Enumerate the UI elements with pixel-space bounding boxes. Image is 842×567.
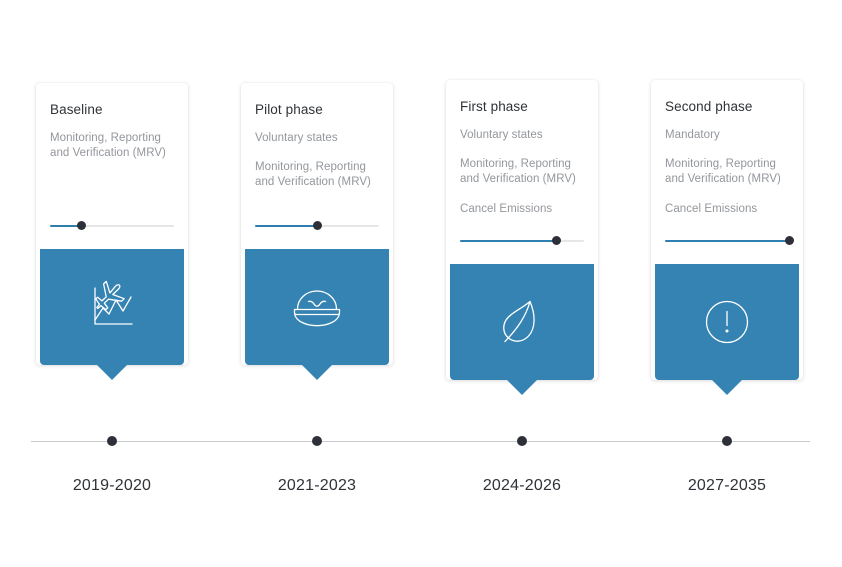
- timeline-date-label: 2021-2023: [277, 477, 357, 494]
- phase-title: Baseline: [50, 102, 103, 117]
- phase-title: Pilot phase: [255, 102, 323, 117]
- phase-icon-panel: [245, 248, 389, 380]
- progress-slider[interactable]: [255, 219, 379, 233]
- slider-handle[interactable]: [312, 220, 322, 230]
- phase-icon-panel: [655, 263, 799, 395]
- phase-bullet: Voluntary states: [460, 129, 543, 141]
- slider-fill: [50, 225, 81, 228]
- phase-bullet: Monitoring, Reporting and Verification (…: [460, 158, 576, 186]
- phase-bullet: Cancel Emissions: [460, 202, 553, 215]
- card-pointer-tail: [712, 379, 742, 395]
- progress-slider[interactable]: [665, 234, 794, 248]
- card-spacer: [255, 205, 379, 219]
- card-pointer-tail: [302, 364, 332, 380]
- pilot-cap-icon: [245, 249, 389, 365]
- phase-bullet: Voluntary states: [255, 132, 338, 144]
- exclamation-circle-icon: [655, 264, 799, 380]
- card-pointer-tail: [97, 365, 127, 381]
- phase-icon-panel: [40, 249, 184, 381]
- phase-bullet: Monitoring, Reporting and Verification (…: [665, 158, 781, 186]
- phase-bullet: Cancel Emissions: [665, 202, 758, 215]
- phase-card-body: First phase Voluntary states Monitoring,…: [446, 80, 598, 234]
- timeline-dot[interactable]: [312, 436, 322, 446]
- slider-handle[interactable]: [784, 235, 794, 245]
- phase-icon-panel: [450, 263, 594, 395]
- phase-bullet: Monitoring, Reporting and Verification (…: [50, 132, 166, 160]
- timeline-axis: [31, 441, 810, 442]
- slider-fill: [460, 239, 557, 242]
- slider-handle[interactable]: [552, 235, 562, 245]
- timeline-dot[interactable]: [517, 436, 527, 446]
- timeline-dot[interactable]: [107, 436, 117, 446]
- phase-title: First phase: [460, 99, 528, 114]
- phase-card-pilot-phase[interactable]: Pilot phase Voluntary states Monitoring,…: [241, 83, 393, 380]
- slider-fill: [665, 239, 789, 242]
- phase-card-body: Pilot phase Voluntary states Monitoring,…: [241, 83, 393, 219]
- slider-track: [50, 225, 174, 228]
- slider-fill: [255, 224, 317, 227]
- leaf-icon: [450, 264, 594, 380]
- phase-card-body: Second phase Mandatory Monitoring, Repor…: [651, 80, 803, 234]
- progress-slider[interactable]: [50, 219, 174, 233]
- phase-card-body: Baseline Monitoring, Reporting and Verif…: [36, 83, 188, 219]
- progress-slider[interactable]: [460, 234, 584, 248]
- phase-title: Second phase: [665, 99, 753, 114]
- timeline-dot[interactable]: [722, 436, 732, 446]
- timeline-date-label: 2019-2020: [72, 477, 152, 494]
- slider-handle[interactable]: [76, 221, 86, 231]
- phase-bullet: Mandatory: [665, 129, 720, 141]
- phase-bullet: Monitoring, Reporting and Verification (…: [255, 161, 371, 189]
- timeline-date-label: 2024-2026: [482, 477, 562, 494]
- card-pointer-tail: [507, 379, 537, 395]
- phase-card-second-phase[interactable]: Second phase Mandatory Monitoring, Repor…: [651, 80, 803, 395]
- phase-card-baseline[interactable]: Baseline Monitoring, Reporting and Verif…: [36, 83, 188, 381]
- timeline-date-label: 2027-2035: [687, 477, 767, 494]
- phase-card-first-phase[interactable]: First phase Voluntary states Monitoring,…: [446, 80, 598, 395]
- card-spacer: [50, 175, 174, 219]
- airplane-chart-icon: [40, 249, 184, 365]
